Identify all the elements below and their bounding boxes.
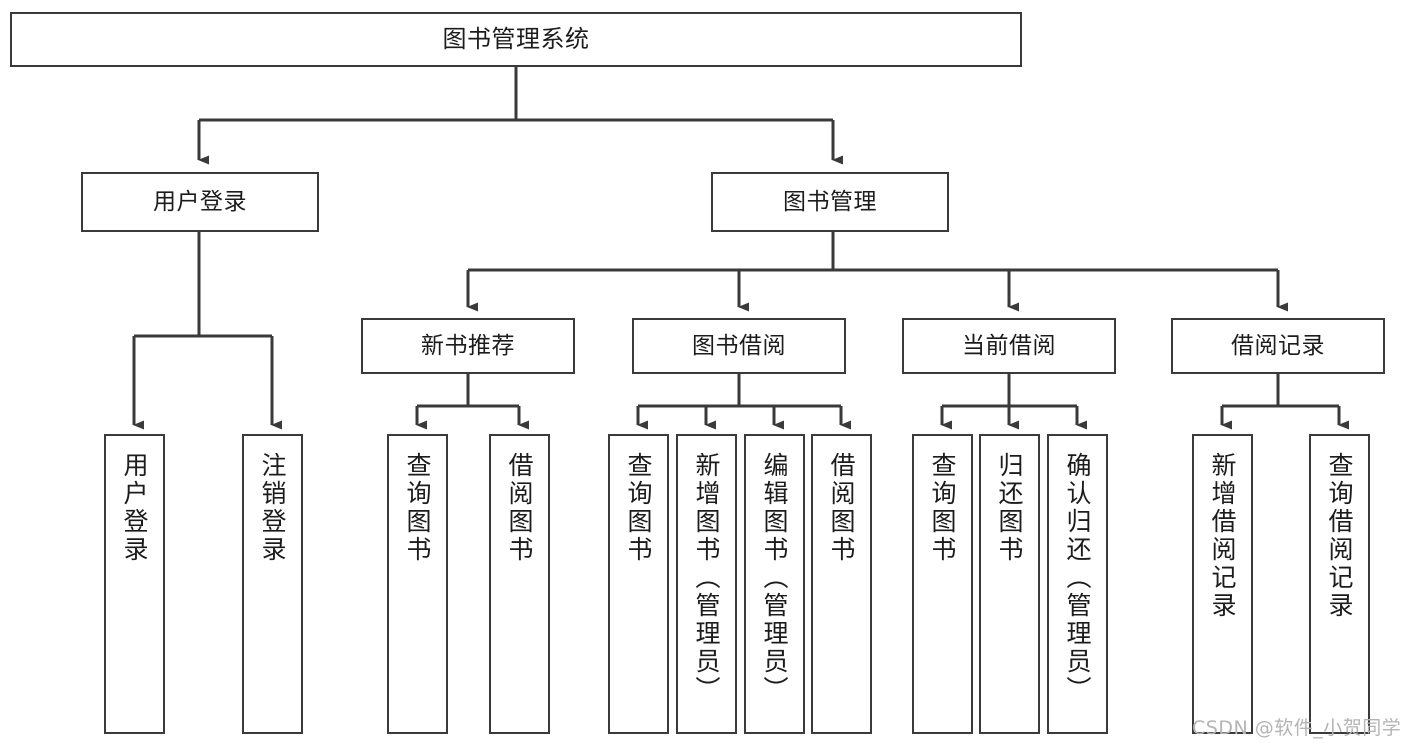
node-user-login[interactable]: 用户登录 [81, 172, 319, 232]
node-current-borrow[interactable]: 当前借阅 [902, 318, 1116, 374]
node-leaf-query-book-1[interactable]: 查询图书 [387, 434, 448, 734]
node-leaf-add-book[interactable]: 新增图书（管理员） [676, 434, 737, 734]
node-leaf-borrow-book-1[interactable]: 借阅图书 [489, 434, 550, 734]
node-root-system[interactable]: 图书管理系统 [10, 12, 1022, 67]
node-leaf-return-book[interactable]: 归还图书 [979, 434, 1040, 734]
node-leaf-user-login-label: 用户登录 [120, 452, 149, 564]
node-leaf-query-book-3[interactable]: 查询图书 [912, 434, 973, 734]
node-new-book-recommend[interactable]: 新书推荐 [361, 318, 575, 374]
node-leaf-query-book-2[interactable]: 查询图书 [608, 434, 669, 734]
node-leaf-borrow-book-1-label: 借阅图书 [505, 452, 534, 564]
node-book-manage[interactable]: 图书管理 [711, 172, 949, 232]
node-book-borrow-label: 图书借阅 [692, 332, 786, 359]
node-current-borrow-label: 当前借阅 [962, 332, 1056, 359]
node-leaf-add-record[interactable]: 新增借阅记录 [1192, 434, 1253, 734]
node-leaf-query-book-2-label: 查询图书 [624, 452, 653, 564]
node-leaf-return-book-label: 归还图书 [995, 452, 1024, 564]
csdn-watermark: CSDN @软件_小贺同学 [1192, 717, 1402, 739]
node-leaf-confirm-return[interactable]: 确认归还（管理员） [1047, 434, 1108, 734]
node-leaf-query-record-label: 查询借阅记录 [1325, 452, 1354, 620]
node-leaf-borrow-book-2[interactable]: 借阅图书 [811, 434, 872, 734]
node-book-borrow[interactable]: 图书借阅 [632, 318, 846, 374]
node-book-manage-label: 图书管理 [783, 188, 877, 215]
node-new-book-recommend-label: 新书推荐 [421, 332, 515, 359]
node-leaf-logout-login-label: 注销登录 [258, 452, 287, 564]
node-leaf-confirm-return-label: 确认归还（管理员） [1063, 452, 1092, 704]
node-leaf-query-book-3-label: 查询图书 [928, 452, 957, 564]
node-borrow-record-label: 借阅记录 [1231, 332, 1325, 359]
node-leaf-user-login[interactable]: 用户登录 [104, 434, 165, 734]
node-leaf-logout-login[interactable]: 注销登录 [242, 434, 303, 734]
node-leaf-edit-book-label: 编辑图书（管理员） [760, 452, 789, 704]
node-leaf-query-book-1-label: 查询图书 [403, 452, 432, 564]
node-leaf-query-record[interactable]: 查询借阅记录 [1309, 434, 1370, 734]
node-root-system-label: 图书管理系统 [442, 24, 590, 53]
node-user-login-label: 用户登录 [153, 188, 247, 215]
node-leaf-edit-book[interactable]: 编辑图书（管理员） [744, 434, 805, 734]
node-leaf-add-record-label: 新增借阅记录 [1208, 452, 1237, 620]
node-borrow-record[interactable]: 借阅记录 [1171, 318, 1385, 374]
node-leaf-add-book-label: 新增图书（管理员） [692, 452, 721, 704]
node-leaf-borrow-book-2-label: 借阅图书 [827, 452, 856, 564]
